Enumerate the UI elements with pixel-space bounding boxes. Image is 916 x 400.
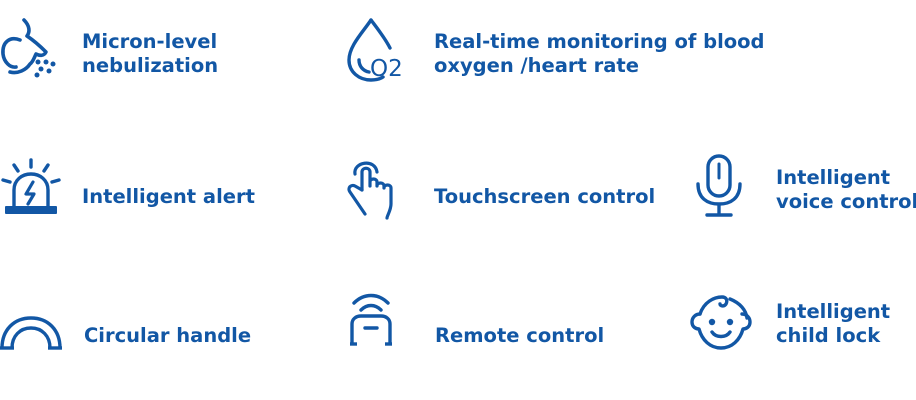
drop-o2-icon: O2 (345, 16, 409, 84)
label-line: Intelligent (776, 166, 891, 189)
feature-label: Touchscreen control (434, 185, 655, 209)
feature-label: Intelligent voice control (776, 166, 916, 214)
feature-label: Intelligent child lock (776, 300, 890, 348)
label-line: Intelligent (776, 300, 891, 323)
label-line: Real-time monitoring of blood (434, 30, 765, 53)
label-line: voice control (776, 190, 916, 213)
label-line: nebulization (82, 54, 219, 77)
label-line: Touchscreen control (434, 185, 656, 208)
touch-hand-icon (345, 156, 401, 220)
remote-signal-icon (348, 292, 394, 348)
feature-label: Real-time monitoring of blood oxygen /he… (434, 30, 765, 78)
label-line: Micron-level (82, 30, 218, 53)
label-line: Circular handle (84, 324, 252, 347)
nose-mist-icon (0, 18, 60, 78)
alarm-light-icon (0, 158, 62, 218)
feature-label: Circular handle (84, 324, 251, 348)
label-line: oxygen /heart rate (434, 54, 639, 77)
microphone-icon (694, 154, 744, 218)
label-line: Intelligent alert (82, 185, 255, 208)
o2-text: O2 (370, 56, 403, 82)
label-line: Remote control (435, 324, 605, 347)
label-line: child lock (776, 324, 881, 347)
child-face-icon (690, 294, 752, 352)
feature-label: Remote control (435, 324, 604, 348)
feature-label: Micron-level nebulization (82, 30, 218, 78)
arch-handle-icon (0, 314, 62, 350)
feature-label: Intelligent alert (82, 185, 255, 209)
